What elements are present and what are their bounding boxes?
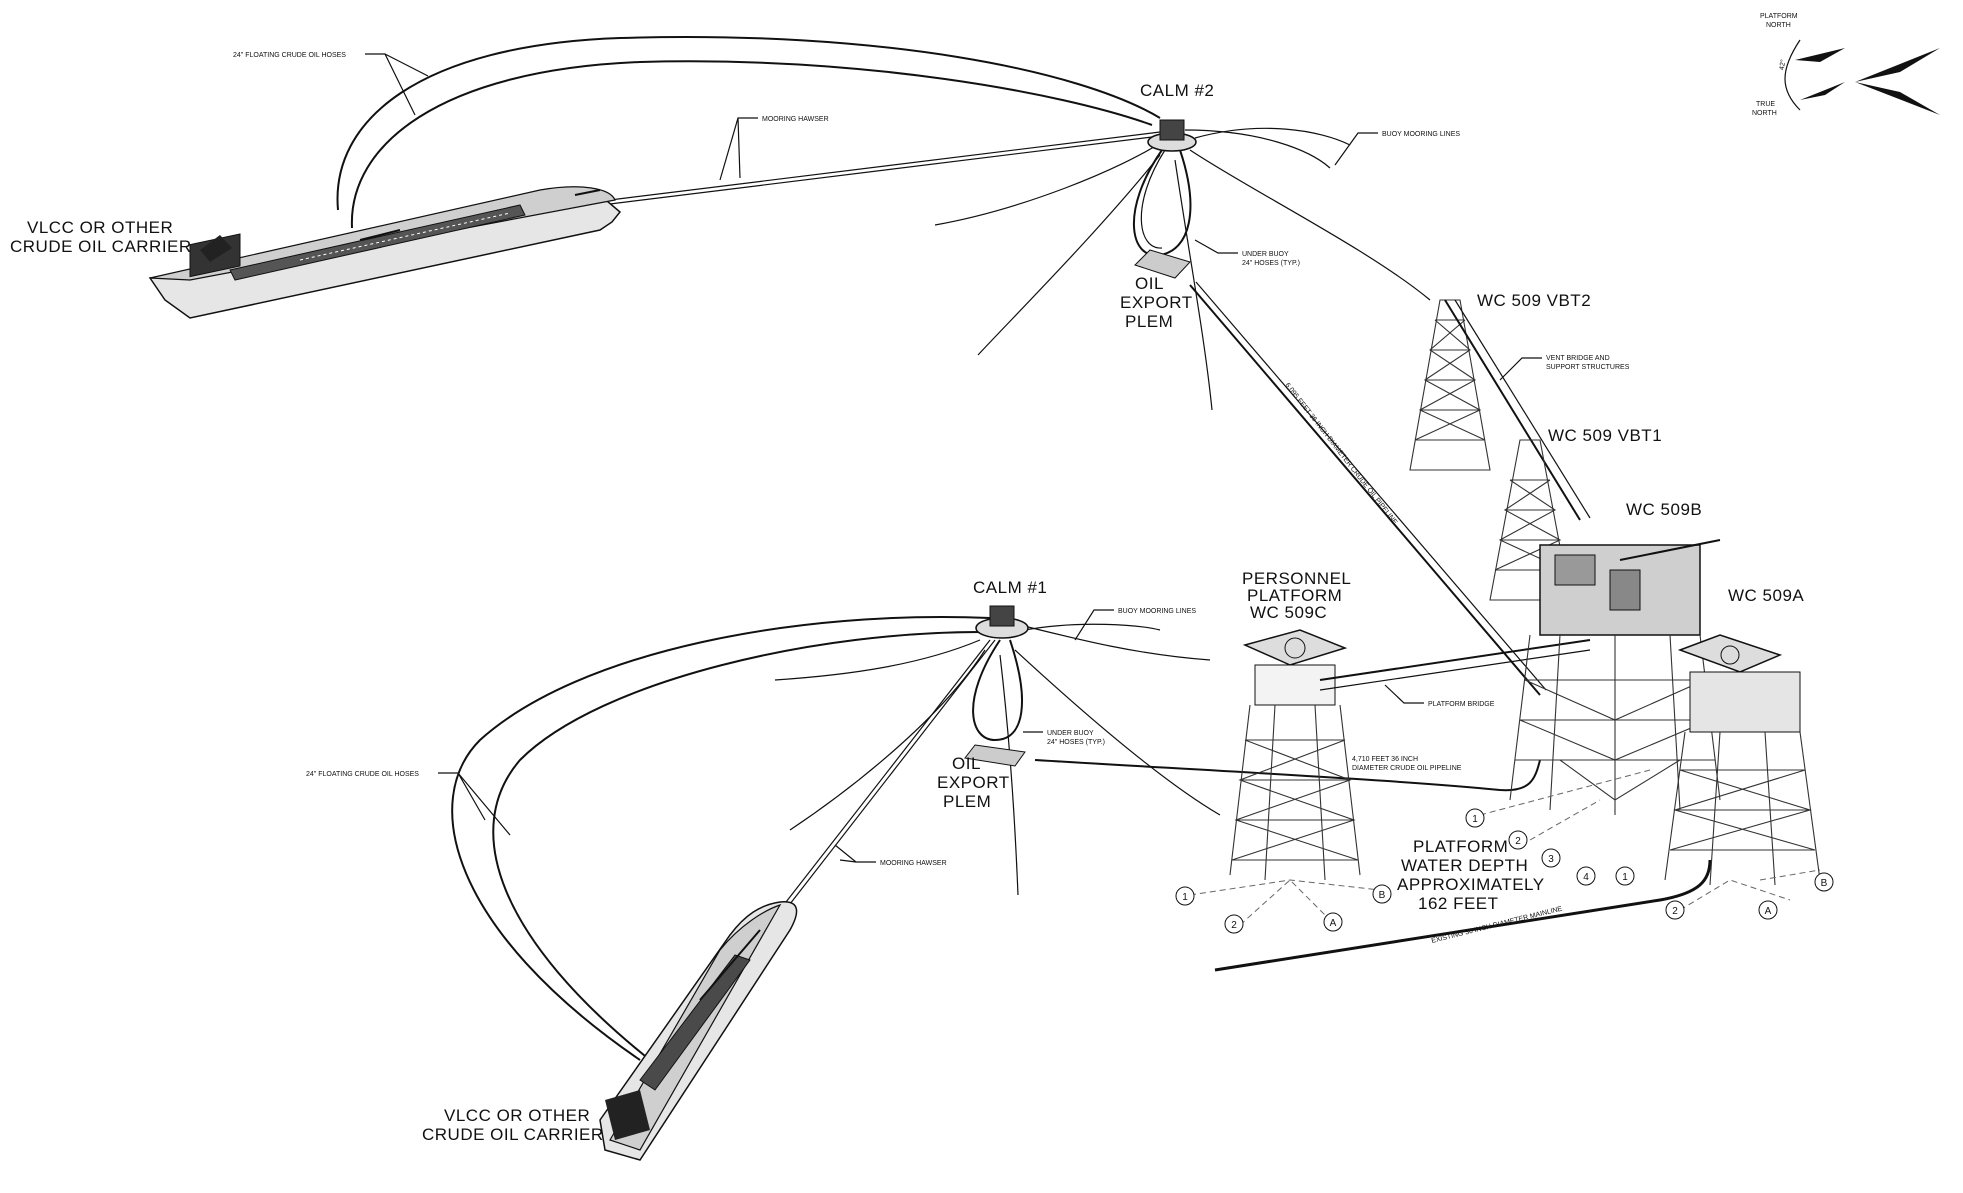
platform-north-line1: PLATFORM bbox=[1760, 13, 1798, 20]
bubble-c509-a: A bbox=[1330, 918, 1337, 929]
vlcc-tanker-top bbox=[148, 186, 622, 319]
label-wc509a: WC 509A bbox=[1728, 586, 1804, 605]
wc509-vbt2-tower bbox=[1409, 299, 1491, 471]
svg-text:BUOY MOORING LINES: BUOY MOORING LINES bbox=[1382, 131, 1460, 138]
mooring-hawser-bottom bbox=[771, 639, 991, 921]
note-hoses-top: 24" FLOATING CRUDE OIL HOSES bbox=[233, 52, 429, 116]
bubble-b509-4: 4 bbox=[1583, 872, 1589, 883]
label-personnel-2: PLATFORM bbox=[1247, 586, 1342, 605]
svg-text:24" FLOATING CRUDE OIL HOSES: 24" FLOATING CRUDE OIL HOSES bbox=[306, 771, 419, 778]
note-buoy-lines-bottom: BUOY MOORING LINES bbox=[1074, 608, 1196, 641]
buoy-mooring-lines-calm2 bbox=[934, 127, 1431, 411]
pipeline-4710-ft bbox=[1034, 759, 1541, 792]
floating-hose-top-inner bbox=[350, 60, 1153, 229]
svg-text:MOORING HAWSER: MOORING HAWSER bbox=[762, 116, 829, 123]
label-personnel-3: WC 509C bbox=[1250, 603, 1327, 622]
svg-text:DIAMETER CRUDE OIL PIPELINE: DIAMETER CRUDE OIL PIPELINE bbox=[1352, 765, 1462, 772]
mooring-hawser-top bbox=[609, 131, 1161, 201]
north-arrow: PLATFORM NORTH 42° TRUE NORTH bbox=[1752, 13, 1940, 117]
wc509c-platform bbox=[1229, 629, 1361, 881]
label-plem-bottom-2: EXPORT bbox=[937, 773, 1010, 792]
bubble-c509-2: 2 bbox=[1231, 920, 1237, 931]
label-vlcc-bottom-1: VLCC OR OTHER bbox=[444, 1106, 590, 1125]
svg-text:BUOY MOORING LINES: BUOY MOORING LINES bbox=[1118, 608, 1196, 615]
label-plem-bottom-1: OIL bbox=[952, 754, 981, 773]
floating-hose-bottom-inner bbox=[492, 630, 991, 1061]
label-plem-top-3: PLEM bbox=[1125, 312, 1173, 331]
label-plem-bottom-3: PLEM bbox=[943, 792, 991, 811]
bubble-a509-b: B bbox=[1821, 878, 1828, 889]
bubble-b509-2: 2 bbox=[1515, 836, 1521, 847]
note-hawser-bottom: MOORING HAWSER bbox=[834, 844, 947, 867]
svg-text:UNDER BUOY: UNDER BUOY bbox=[1047, 730, 1094, 737]
grid-bubbles-c509: 1 2 A B bbox=[1175, 884, 1392, 934]
calm2-buoy bbox=[1147, 119, 1197, 152]
note-buoy-lines-top: BUOY MOORING LINES bbox=[1334, 131, 1460, 166]
label-depth-2: WATER DEPTH bbox=[1401, 856, 1528, 875]
svg-text:SUPPORT STRUCTURES: SUPPORT STRUCTURES bbox=[1546, 364, 1630, 371]
label-personnel-1: PERSONNEL bbox=[1242, 569, 1351, 588]
bubble-b509-3: 3 bbox=[1548, 854, 1554, 865]
note-hawser-top: MOORING HAWSER bbox=[719, 116, 829, 181]
label-vlcc-bottom-2: CRUDE OIL CARRIER bbox=[422, 1125, 604, 1144]
svg-text:PLATFORM BRIDGE: PLATFORM BRIDGE bbox=[1428, 701, 1495, 708]
floating-hose-top-outer bbox=[336, 35, 1161, 211]
angle-label: 42° bbox=[1778, 59, 1788, 71]
label-plem-top-2: EXPORT bbox=[1120, 293, 1193, 312]
svg-text:VENT BRIDGE AND: VENT BRIDGE AND bbox=[1546, 355, 1610, 362]
svg-text:24" FLOATING CRUDE OIL HOSES: 24" FLOATING CRUDE OIL HOSES bbox=[233, 52, 346, 59]
bubble-a509-a: A bbox=[1765, 906, 1772, 917]
note-under-buoy-top: UNDER BUOY 24" HOSES (TYP.) bbox=[1194, 239, 1300, 267]
label-vlcc-top-2: CRUDE OIL CARRIER bbox=[10, 237, 192, 256]
bubble-c509-1: 1 bbox=[1182, 892, 1188, 903]
note-vent-bridge: VENT BRIDGE AND SUPPORT STRUCTURES bbox=[1499, 355, 1630, 381]
svg-text:24" HOSES (TYP.): 24" HOSES (TYP.) bbox=[1047, 739, 1105, 746]
label-wc509b: WC 509B bbox=[1626, 500, 1702, 519]
wc509b-platform bbox=[1509, 539, 1721, 815]
under-buoy-hoses-bottom bbox=[972, 639, 1023, 742]
bubble-a509-1: 1 bbox=[1622, 872, 1628, 883]
grid-bubbles-b509: 1 2 3 4 bbox=[1465, 808, 1596, 886]
bubble-a509-2: 2 bbox=[1672, 906, 1678, 917]
note-hoses-bottom: 24" FLOATING CRUDE OIL HOSES bbox=[306, 771, 511, 836]
floating-hose-bottom-outer bbox=[451, 616, 991, 1061]
true-north-line1: TRUE bbox=[1756, 101, 1775, 108]
label-calm1: CALM #1 bbox=[973, 578, 1047, 597]
grid-bubbles-a509: 1 2 A B bbox=[1615, 866, 1834, 920]
platform-north-line2: NORTH bbox=[1766, 22, 1791, 29]
label-depth-4: 162 FEET bbox=[1418, 894, 1499, 913]
buoy-mooring-lines-calm1 bbox=[774, 623, 1221, 896]
true-north-line2: NORTH bbox=[1752, 110, 1777, 117]
existing-mainline bbox=[1214, 859, 1712, 972]
plem-bottom bbox=[964, 744, 1026, 767]
svg-text:MOORING HAWSER: MOORING HAWSER bbox=[880, 860, 947, 867]
vlcc-tanker-bottom bbox=[599, 901, 798, 1161]
note-pipeline-6095: 6,095 FEET 36 INCH DIAMETER CRUDE OIL PI… bbox=[1283, 382, 1398, 526]
svg-text:UNDER BUOY: UNDER BUOY bbox=[1242, 251, 1289, 258]
label-wc509-vbt2: WC 509 VBT2 bbox=[1477, 291, 1591, 310]
label-plem-top-1: OIL bbox=[1135, 274, 1164, 293]
wc509a-platform bbox=[1664, 634, 1821, 886]
plem-top bbox=[1134, 249, 1191, 279]
calm1-buoy bbox=[975, 605, 1029, 639]
label-calm2: CALM #2 bbox=[1140, 81, 1214, 100]
platform-bridge bbox=[1319, 639, 1591, 681]
note-under-buoy-bottom: UNDER BUOY 24" HOSES (TYP.) bbox=[1023, 730, 1105, 746]
svg-text:24" HOSES (TYP.): 24" HOSES (TYP.) bbox=[1242, 260, 1300, 267]
note-pipeline-4710: 4,710 FEET 36 INCH DIAMETER CRUDE OIL PI… bbox=[1352, 756, 1462, 772]
label-depth-3: APPROXIMATELY bbox=[1397, 875, 1545, 894]
bubble-b509-1: 1 bbox=[1472, 814, 1478, 825]
vent-bridge bbox=[1444, 299, 1591, 521]
note-platform-bridge: PLATFORM BRIDGE bbox=[1384, 684, 1495, 708]
grid-lines bbox=[1189, 769, 1821, 926]
label-depth-1: PLATFORM bbox=[1413, 837, 1508, 856]
bubble-c509-b: B bbox=[1379, 890, 1386, 901]
pipeline-6095-ft bbox=[1189, 284, 1541, 696]
svg-text:4,710 FEET 36 INCH: 4,710 FEET 36 INCH bbox=[1352, 756, 1418, 763]
label-wc509-vbt1: WC 509 VBT1 bbox=[1548, 426, 1662, 445]
label-vlcc-top-1: VLCC OR OTHER bbox=[27, 218, 173, 237]
